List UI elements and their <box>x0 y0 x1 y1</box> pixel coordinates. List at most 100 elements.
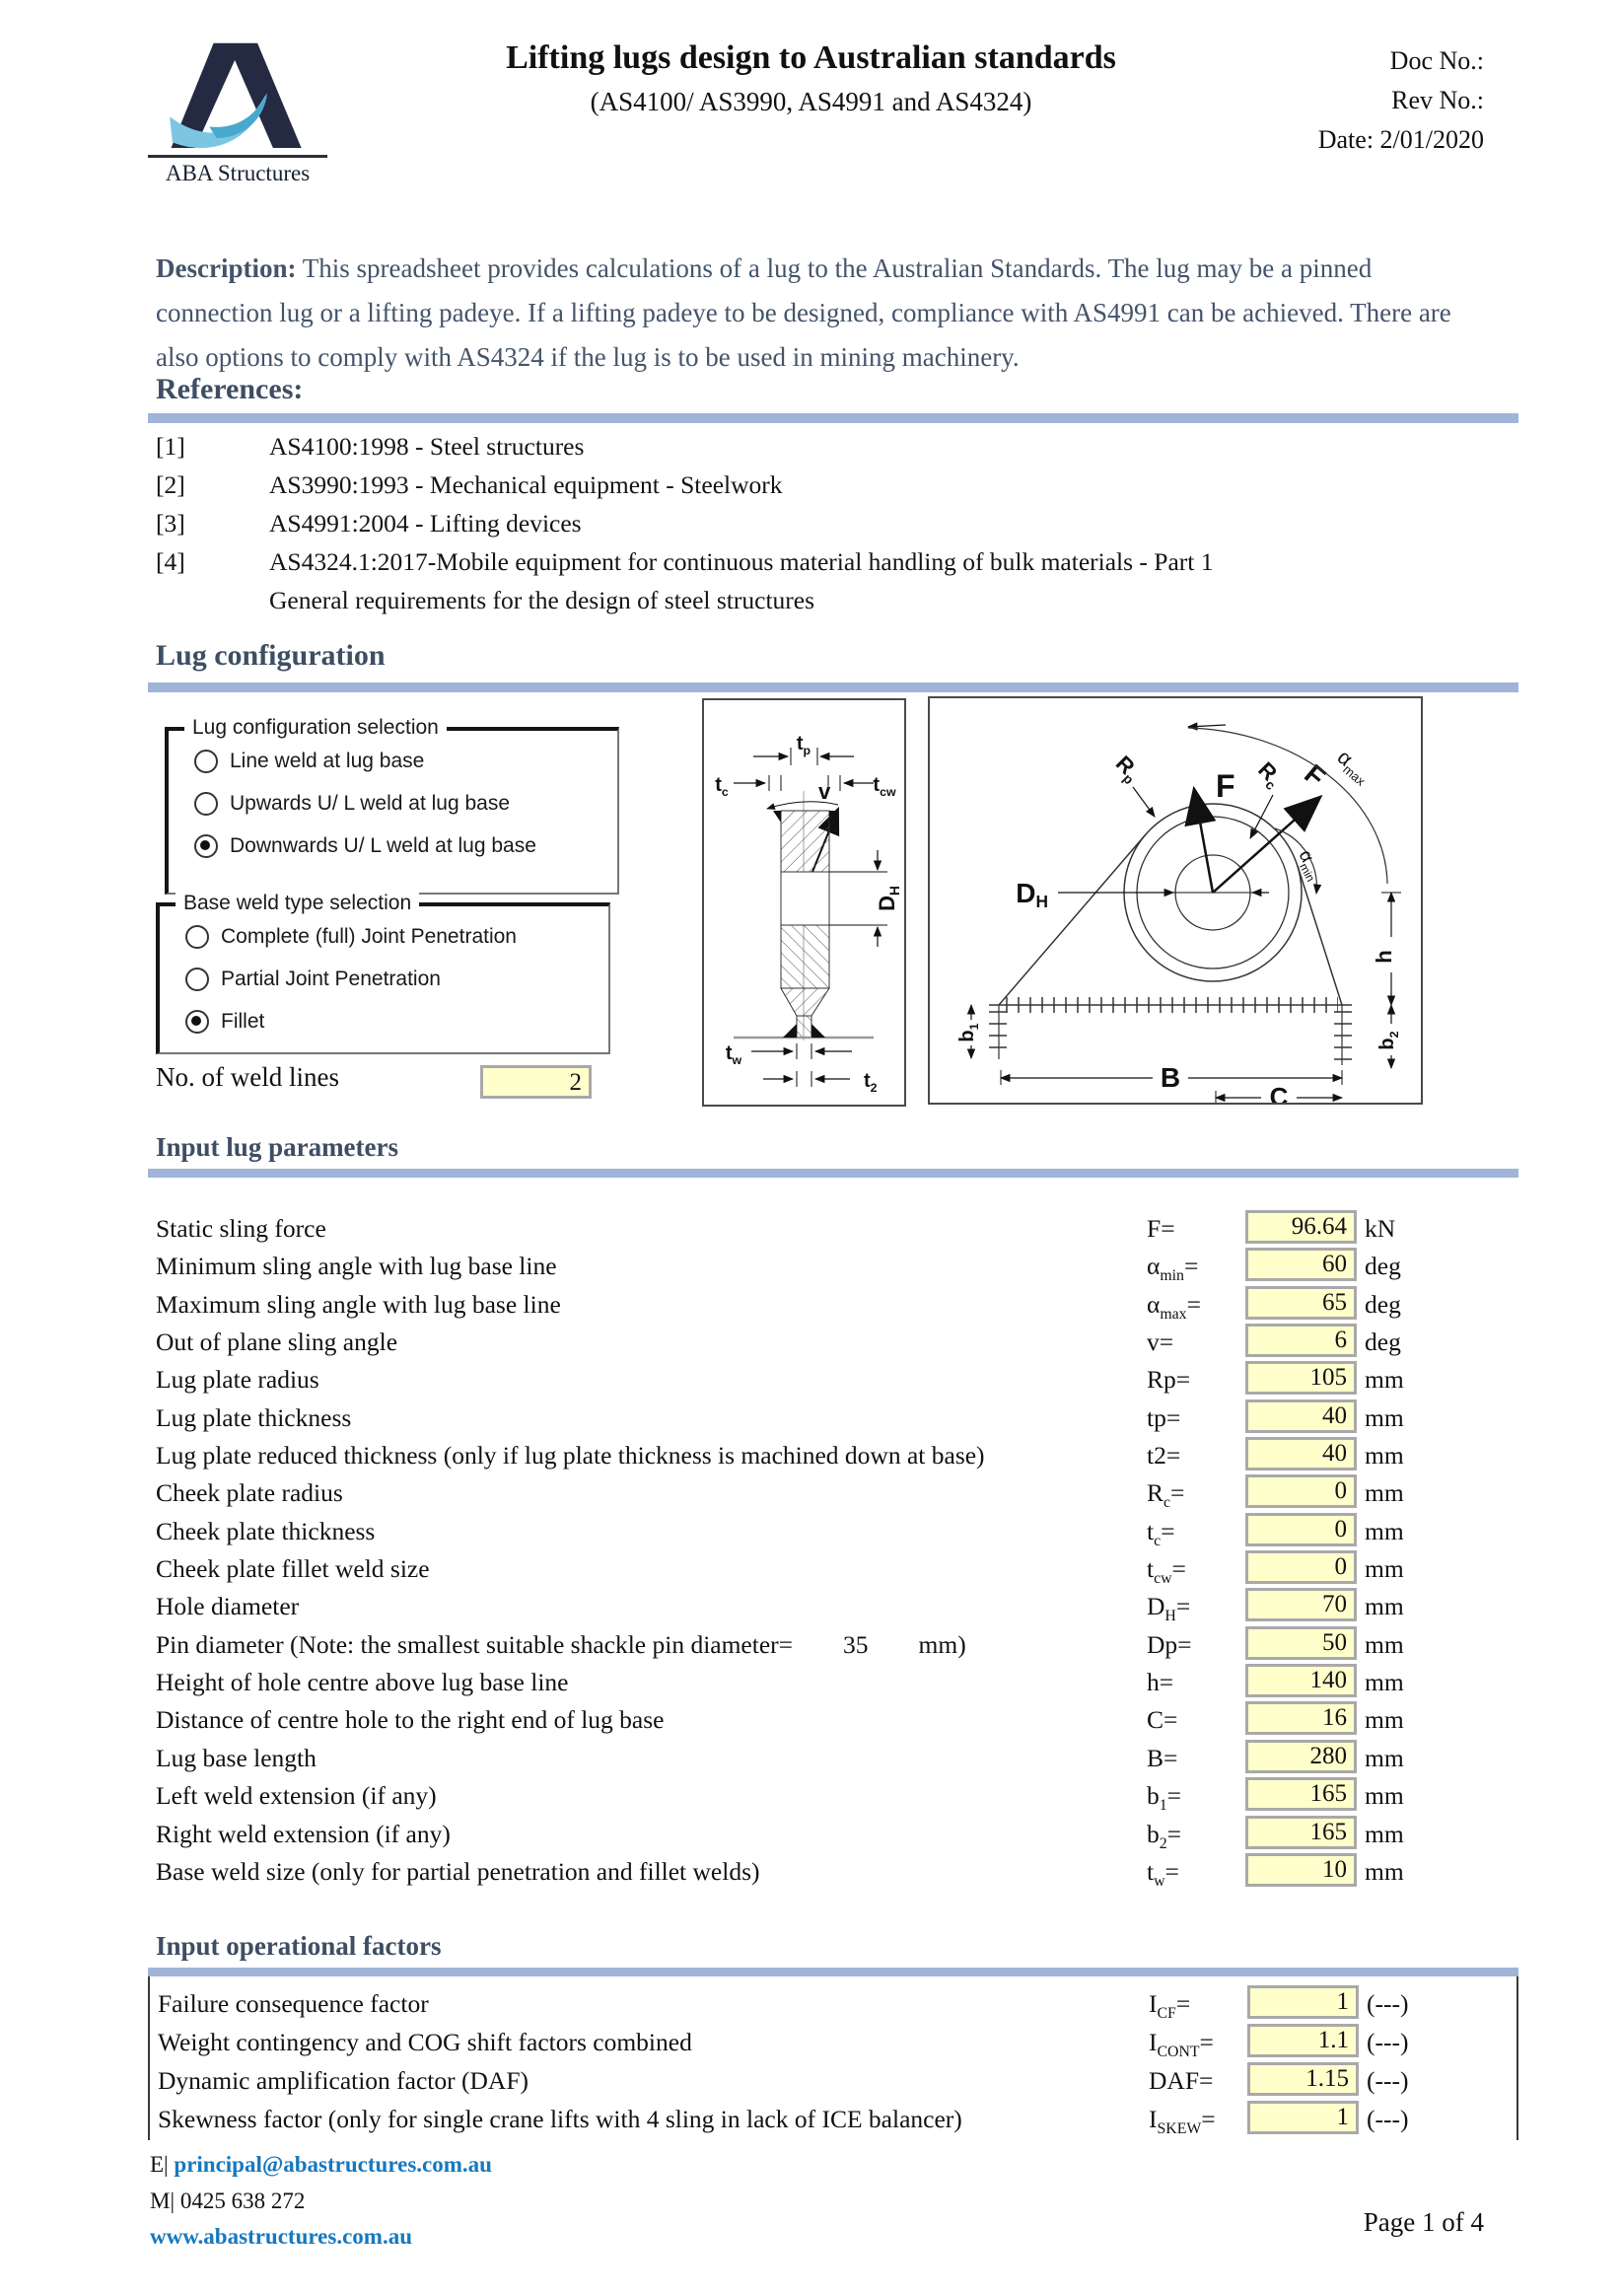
diagram-label-tp: tp <box>797 733 811 757</box>
value-input[interactable]: 165 <box>1245 1815 1357 1849</box>
value-input[interactable]: 1.1 <box>1247 2024 1359 2057</box>
value-input[interactable]: 6 <box>1245 1324 1357 1358</box>
reference-text: General requirements for the design of s… <box>269 586 815 614</box>
reference-item: [4] AS4324.1:2017-Mobile equipment for co… <box>156 547 1507 586</box>
value-input[interactable]: 96.64 <box>1245 1210 1357 1244</box>
lug-parameter-row-17: Base weld size (only for partial penetra… <box>156 1852 1518 1890</box>
email-link[interactable]: principal@abastructures.com.au <box>174 2152 492 2177</box>
value-input[interactable]: 10 <box>1245 1852 1357 1887</box>
value-input[interactable]: 16 <box>1245 1701 1357 1736</box>
weld-type-option-2[interactable]: Fillet <box>185 1010 608 1034</box>
parameter-label: Cheek plate thickness <box>156 1516 376 1545</box>
mobile-prefix: M| <box>150 2188 176 2213</box>
lug-configuration-divider <box>148 682 1518 692</box>
weld-type-option-0[interactable]: Complete (full) Joint Penetration <box>185 925 608 949</box>
value-input[interactable]: 0 <box>1245 1550 1357 1585</box>
lug-config-group-label: Lug configuration selection <box>184 716 447 740</box>
value-input[interactable]: 50 <box>1245 1625 1357 1660</box>
website-link[interactable]: www.abastructures.com.au <box>150 2224 412 2249</box>
parameter-label: Lug plate thickness <box>156 1402 352 1432</box>
parameter-unit: (---) <box>1367 1989 1409 2018</box>
parameter-symbol: tw= <box>1147 1856 1179 1890</box>
radio-option-label: Downwards U/ L weld at lug base <box>230 834 536 857</box>
lug-config-option-2[interactable]: Downwards U/ L weld at lug base <box>194 834 617 858</box>
lug-config-option-0[interactable]: Line weld at lug base <box>194 750 617 773</box>
weld-type-option-1[interactable]: Partial Joint Penetration <box>185 968 608 991</box>
parameter-label: Maximum sling angle with lug base line <box>156 1289 561 1319</box>
aba-logo-icon <box>170 42 302 149</box>
value-input[interactable]: 40 <box>1245 1437 1357 1471</box>
radio-option-label: Fillet <box>221 1010 265 1033</box>
parameter-unit: (---) <box>1367 2028 1409 2056</box>
parameter-unit: mm <box>1365 1629 1404 1659</box>
radio-button-icon[interactable] <box>194 834 218 858</box>
parameter-symbol: tcw= <box>1147 1554 1186 1588</box>
parameter-symbol: ICONT= <box>1149 2028 1214 2061</box>
references-list: [1]AS4100:1998 - Steel structures[2]AS39… <box>156 432 1507 624</box>
lug-config-option-1[interactable]: Upwards U/ L weld at lug base <box>194 792 617 816</box>
reference-item: [1]AS4100:1998 - Steel structures <box>156 432 1507 470</box>
value-input[interactable]: 60 <box>1245 1248 1357 1282</box>
value-input[interactable]: 1 <box>1247 2101 1359 2134</box>
radio-option-label: Complete (full) Joint Penetration <box>221 925 517 948</box>
base-weld-type-group: Base weld type selection Complete (full)… <box>156 892 610 1054</box>
value-input[interactable]: 140 <box>1245 1664 1357 1698</box>
diagram-label-dh: DH <box>875 886 902 911</box>
page-title: Lifting lugs design to Australian standa… <box>506 39 1116 76</box>
radio-button-icon[interactable] <box>194 750 218 773</box>
parameter-symbol: b2= <box>1147 1819 1182 1852</box>
value-input[interactable]: 40 <box>1245 1399 1357 1433</box>
radio-button-icon[interactable] <box>194 792 218 816</box>
value-input[interactable]: 70 <box>1245 1588 1357 1622</box>
parameter-label: Height of hole centre above lug base lin… <box>156 1668 569 1697</box>
parameter-symbol: Rc= <box>1147 1478 1185 1512</box>
footer-email-line: E| principal@abastructures.com.au <box>150 2152 492 2178</box>
reference-text: AS4324.1:2017-Mobile equipment for conti… <box>269 547 1214 576</box>
reference-number: [3] <box>156 509 185 538</box>
parameter-label: Right weld extension (if any) <box>156 1819 451 1848</box>
value-input[interactable]: 65 <box>1245 1285 1357 1320</box>
radio-button-icon[interactable] <box>185 968 209 991</box>
page-number: Page 1 of 4 <box>1363 2207 1484 2237</box>
weld-lines-input[interactable]: 2 <box>480 1065 592 1099</box>
value-input[interactable]: 105 <box>1245 1361 1357 1396</box>
radio-button-icon[interactable] <box>185 1010 209 1034</box>
parameter-symbol: v= <box>1147 1327 1174 1357</box>
parameter-symbol: B= <box>1147 1743 1178 1772</box>
parameter-unit: mm <box>1365 1441 1404 1471</box>
parameter-symbol: αmin= <box>1147 1252 1199 1285</box>
radio-button-icon[interactable] <box>185 925 209 949</box>
parameter-unit: deg <box>1365 1252 1401 1281</box>
lug-parameter-row-13: Distance of centre hole to the right end… <box>156 1700 1518 1738</box>
value-input[interactable]: 280 <box>1245 1739 1357 1773</box>
operational-factors-divider <box>148 1968 1518 1976</box>
rev-no-label: Rev No.: <box>1391 86 1484 114</box>
value-input[interactable]: 165 <box>1245 1777 1357 1812</box>
value-input[interactable]: 0 <box>1245 1474 1357 1509</box>
parameter-label: Pin diameter (Note: the smallest suitabl… <box>156 1629 966 1659</box>
operational-factor-row-2: Dynamic amplification factor (DAF)DAF=1.… <box>158 2061 1516 2100</box>
parameter-symbol: tc= <box>1147 1516 1175 1549</box>
value-input[interactable]: 0 <box>1245 1512 1357 1546</box>
lug-parameter-row-11: Pin diameter (Note: the smallest suitabl… <box>156 1625 1518 1663</box>
lug-configuration-heading: Lug configuration <box>156 639 386 672</box>
parameter-label: Lug plate reduced thickness (only if lug… <box>156 1441 985 1471</box>
parameter-unit: mm <box>1365 1781 1404 1811</box>
diagram-label-h: h <box>1372 950 1396 963</box>
value-input[interactable]: 1.15 <box>1247 2062 1359 2096</box>
diagram-label-b1: b1 <box>956 1023 981 1041</box>
value-input[interactable]: 1 <box>1247 1985 1359 2019</box>
parameter-symbol: ICF= <box>1149 1989 1191 2023</box>
reference-number: [4] <box>156 547 185 576</box>
parameter-symbol: b1= <box>1147 1781 1182 1815</box>
